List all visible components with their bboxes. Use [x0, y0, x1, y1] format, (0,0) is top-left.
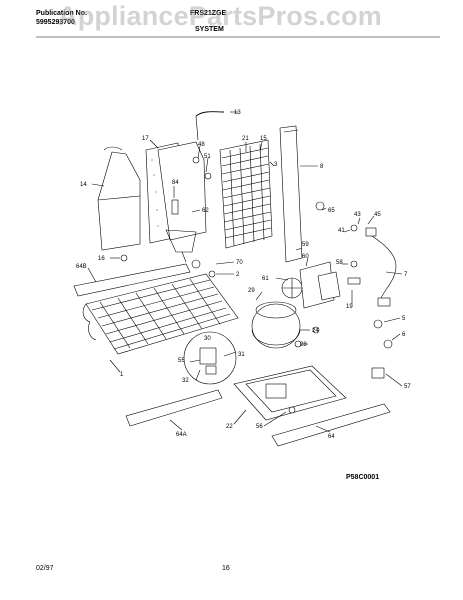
label-59: 59 — [302, 242, 309, 248]
label-2: 2 — [236, 272, 240, 278]
label-65: 65 — [328, 208, 335, 214]
part-labels: 13 17 48 51 14 84 62 21 15 3 8 65 43 45 … — [76, 110, 411, 440]
label-7: 7 — [404, 272, 408, 278]
label-8: 8 — [320, 164, 324, 170]
label-70: 70 — [236, 260, 243, 266]
label-55: 55 — [178, 358, 185, 364]
label-64: 64 — [328, 434, 335, 440]
label-45: 45 — [374, 212, 381, 218]
part-1-evaporator — [82, 273, 239, 355]
small-parts — [120, 156, 393, 414]
label-1: 1 — [120, 372, 124, 378]
label-5: 5 — [402, 316, 406, 322]
diagram-code: P58C0001 — [346, 474, 380, 481]
part-29-compressor — [251, 301, 301, 349]
label-62: 62 — [202, 208, 209, 214]
label-30: 30 — [204, 336, 211, 342]
model-number: FRS21ZGE — [190, 10, 227, 17]
publication-number: 5995293700 — [36, 19, 75, 26]
leader-lines — [87, 111, 403, 433]
label-58: 58 — [336, 260, 343, 266]
part-13-tube — [195, 111, 225, 117]
label-84: 84 — [172, 180, 179, 186]
label-60: 60 — [302, 254, 309, 260]
label-3: 3 — [274, 162, 278, 168]
part-3-condenser — [219, 139, 273, 249]
label-21: 21 — [242, 136, 249, 142]
label-32: 32 — [182, 378, 189, 384]
label-13: 13 — [234, 110, 241, 116]
label-31: 31 — [238, 352, 245, 358]
footer-date: 02/97 — [36, 565, 54, 572]
label-41: 41 — [338, 228, 345, 234]
label-64a: 64A — [176, 432, 187, 438]
label-29: 29 — [248, 288, 255, 294]
label-56: 56 — [256, 424, 263, 430]
part-8-rail — [279, 125, 303, 263]
label-15: 15 — [260, 136, 267, 142]
page-number: 16 — [222, 565, 230, 572]
label-48: 48 — [198, 142, 205, 148]
label-6: 6 — [402, 332, 406, 338]
part-64b-bracket — [73, 263, 191, 297]
part-59-fan-assembly — [281, 261, 341, 309]
label-57: 57 — [404, 384, 411, 390]
watermark: AppliancePartsPros.com — [58, 1, 383, 31]
label-19: 19 — [346, 304, 353, 310]
part-22-base-pan — [233, 365, 347, 421]
part-14-liner — [97, 146, 141, 251]
part-64-rail — [271, 403, 391, 447]
part-64a-rail — [125, 389, 223, 427]
label-22: 22 — [226, 424, 233, 430]
detail-circle-relay — [183, 331, 237, 385]
publication-label: Publication No. — [36, 10, 87, 17]
label-16: 16 — [98, 256, 105, 262]
label-17: 17 — [142, 136, 149, 142]
label-61: 61 — [262, 276, 269, 282]
label-24: 24 — [312, 328, 319, 334]
label-51: 51 — [204, 154, 211, 160]
part-62-cover — [157, 141, 207, 263]
label-64b: 64B — [76, 264, 87, 270]
label-28: 28 — [300, 342, 307, 348]
label-43: 43 — [354, 212, 361, 218]
label-14: 14 — [80, 182, 87, 188]
part-7-harness — [365, 227, 397, 307]
section-title: SYSTEM — [195, 26, 224, 33]
